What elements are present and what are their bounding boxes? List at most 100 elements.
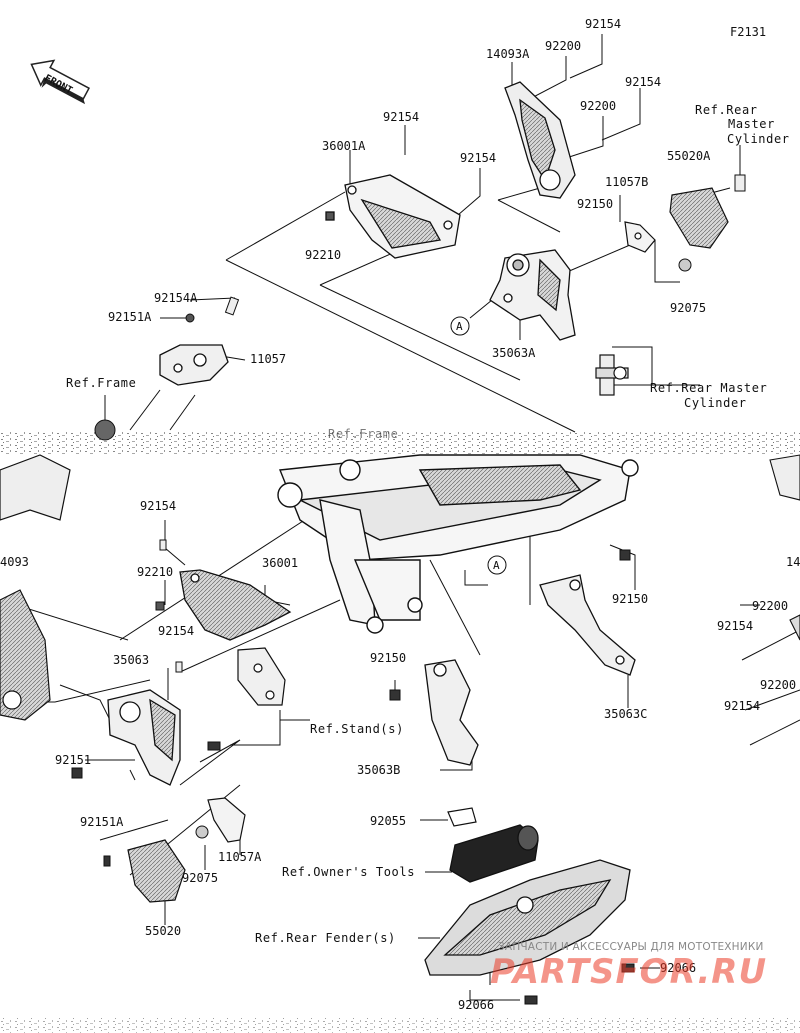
collar-92075-a: [678, 258, 692, 272]
ref-stands: Ref.Stand(s): [310, 722, 404, 736]
label-92151A: 92151A: [108, 310, 152, 324]
ref-rear-fenders: Ref.Rear Fender(s): [255, 931, 396, 945]
label-55020A: 55020A: [667, 149, 711, 163]
scan-artifact-bottom: [0, 1018, 800, 1033]
bolt-92150-c: [619, 549, 631, 561]
label-92154: 92154: [158, 624, 195, 638]
bracket-36001: [179, 569, 292, 641]
nut-92066-a: [524, 995, 538, 1005]
ref-frame-partial: Ref.Frame: [328, 427, 399, 441]
bracket-11057: [159, 344, 229, 386]
main-frame: [277, 454, 639, 634]
bolt-92154A: [224, 296, 240, 316]
label-35063: 35063: [113, 653, 150, 667]
label-35063C: 35063C: [604, 707, 648, 721]
bracket-11057A: [207, 797, 246, 843]
bracket-11057B: [624, 221, 656, 253]
ref-rear-master-line1: Ref.Rear: [695, 103, 758, 117]
callout-circles: [450, 316, 507, 575]
label-92154: 92154: [140, 499, 177, 513]
ref-rear-master-line2: Master: [728, 117, 775, 131]
bracket-36001A: [325, 174, 461, 259]
bracket-35063C: [539, 574, 636, 676]
front-arrow-icon: [30, 59, 91, 105]
label-92151A: 92151A: [80, 815, 124, 829]
label-92154: 92154: [625, 75, 662, 89]
bolt-92151: [71, 767, 83, 779]
ref-rear-master-cylinder: Ref.Rear Master: [650, 381, 768, 395]
label-92200: 92200: [752, 599, 789, 613]
partial-right-edge: [769, 454, 800, 641]
callout-a-mid-letter: A: [493, 559, 500, 572]
bolt-92154-l: [159, 539, 167, 551]
ref-rear-master-cylinder-2: Cylinder: [684, 396, 747, 410]
tool-bag: [449, 824, 539, 883]
guard-55020A: [669, 187, 729, 249]
label-92210: 92210: [305, 248, 342, 262]
label-55020: 55020: [145, 924, 182, 938]
ref-rear-master-line3: Cylinder: [727, 132, 790, 146]
label-14: 14: [786, 555, 800, 569]
label-92154: 92154: [383, 110, 420, 124]
stand-bracket: [237, 647, 286, 706]
partial-cover-left: [0, 454, 71, 721]
label-92075: 92075: [670, 301, 707, 315]
label-92150: 92150: [612, 592, 649, 606]
label-36001A: 36001A: [322, 139, 366, 153]
collar-92075-b: [195, 825, 209, 839]
label-92066: 92066: [458, 998, 495, 1012]
cover-14093A: [504, 81, 576, 199]
rear-master-cylinder: [595, 354, 629, 396]
label-11057A: 11057A: [218, 850, 262, 864]
nut-92210-b: [155, 601, 165, 611]
label-35063A: 35063A: [492, 346, 536, 360]
label-92151: 92151: [55, 753, 92, 767]
nut-92066-b: [621, 963, 635, 973]
label-92200: 92200: [580, 99, 617, 113]
label-92154: 92154: [460, 151, 497, 165]
label-92154: 92154: [724, 699, 761, 713]
figure-code: F2131: [730, 25, 767, 39]
bolt-92154-m: [175, 661, 183, 673]
bracket-35063B: [424, 659, 479, 766]
callout-a-top-letter: A: [456, 320, 463, 333]
label-92154A: 92154A: [154, 291, 198, 305]
watermark-brand: PARTSFOR.RU: [490, 952, 768, 992]
label-14093A: 14093A: [486, 47, 530, 61]
label-11057: 11057: [250, 352, 287, 366]
label-92200: 92200: [545, 39, 582, 53]
label-35063B: 35063B: [357, 763, 401, 777]
label-92075: 92075: [182, 871, 219, 885]
bolt-ref-rear-master: [734, 174, 746, 192]
rear-fender: [424, 859, 631, 976]
watermark-tagline: ЗАПЧАСТИ И АКСЕССУАРЫ ДЛЯ МОТОТЕХНИКИ: [498, 941, 764, 953]
bracket-35063: [107, 689, 181, 786]
label-36001: 36001: [262, 556, 299, 570]
leader-lines: [0, 34, 800, 1001]
label-92066: 92066: [660, 961, 697, 975]
label-92154: 92154: [585, 17, 622, 31]
bolt-92150-b: [389, 689, 401, 701]
label-4093: 4093: [0, 555, 29, 569]
nut-92151A: [185, 313, 195, 323]
ref-owners-tools: Ref.Owner's Tools: [282, 865, 416, 879]
label-92200: 92200: [760, 678, 797, 692]
label-11057B: 11057B: [605, 175, 649, 189]
callout-A-mid: [487, 555, 507, 575]
bolt-92151A-b: [103, 855, 111, 867]
frame-ref-cap: [94, 419, 116, 441]
label-92055: 92055: [370, 814, 407, 828]
label-92150: 92150: [577, 197, 614, 211]
bolt-stand: [207, 741, 221, 751]
guard-55020: [127, 839, 186, 903]
bracket-35063A: [489, 249, 576, 341]
scan-artifact-band: [0, 432, 800, 454]
label-92150: 92150: [370, 651, 407, 665]
label-92210: 92210: [137, 565, 174, 579]
label-92154: 92154: [717, 619, 754, 633]
strap-92055: [447, 807, 477, 827]
ref-frame: Ref.Frame: [66, 376, 137, 390]
callout-A-top: [450, 316, 470, 336]
